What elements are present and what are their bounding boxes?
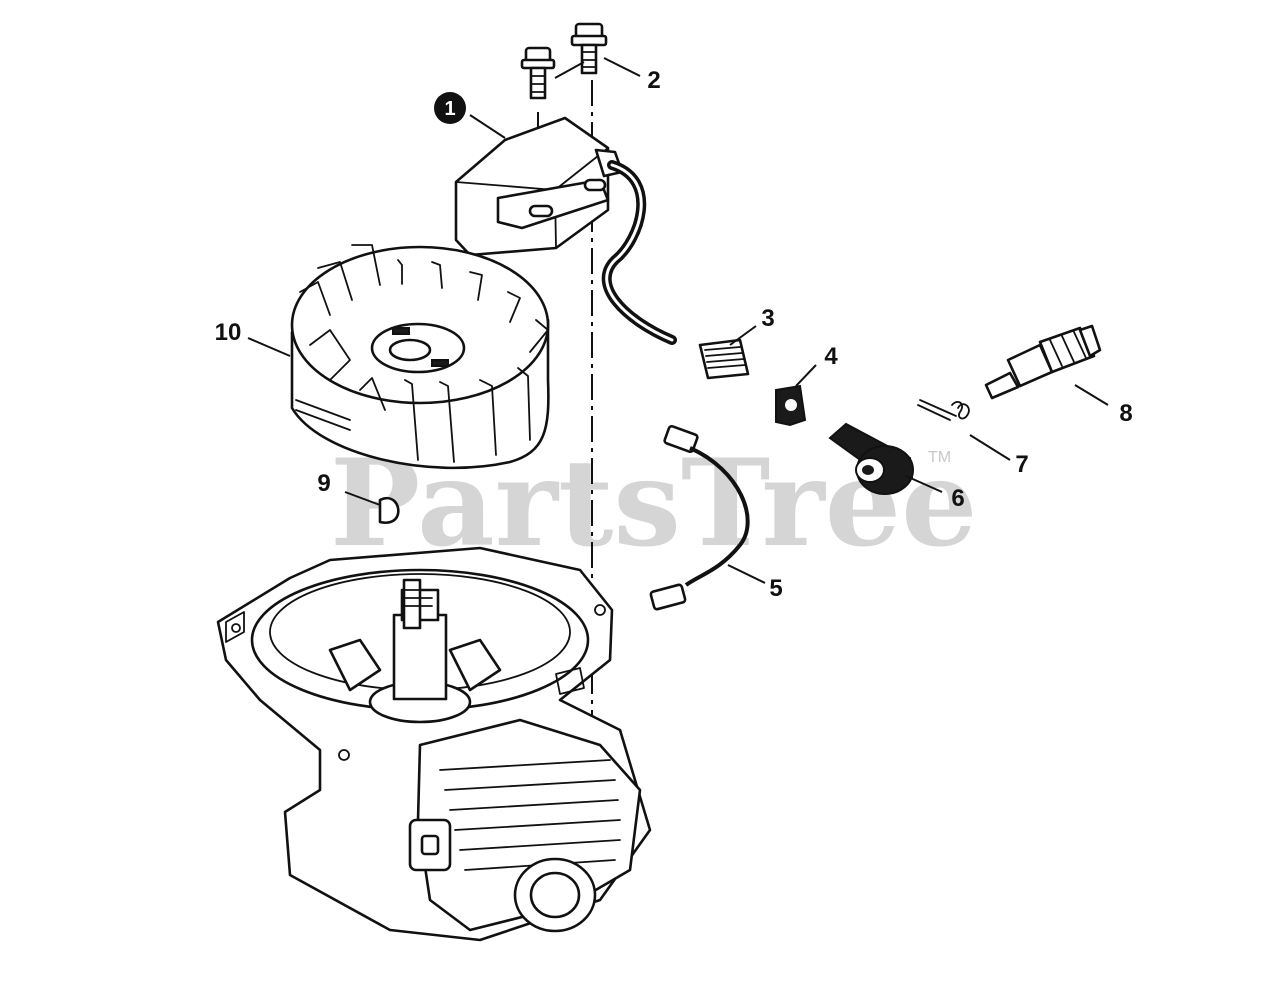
grommet-icon[interactable] bbox=[775, 384, 807, 427]
leader-7 bbox=[969, 434, 1011, 461]
callouts: 1 2 3 4 5 6 7 8 9 10 bbox=[215, 67, 1133, 602]
leader-4 bbox=[795, 364, 817, 387]
bolts[interactable] bbox=[520, 22, 608, 100]
terminal-lead-icon[interactable] bbox=[649, 424, 750, 611]
callout-9[interactable]: 9 bbox=[317, 470, 330, 497]
leader-2b bbox=[554, 61, 585, 79]
spring-icon[interactable] bbox=[698, 338, 750, 380]
callout-2[interactable]: 2 bbox=[647, 67, 660, 94]
leader-1 bbox=[469, 114, 506, 139]
callout-6[interactable]: 6 bbox=[951, 485, 964, 512]
callout-5[interactable]: 5 bbox=[769, 575, 782, 602]
leader-lines bbox=[247, 57, 1109, 584]
callout-10[interactable]: 10 bbox=[215, 319, 242, 346]
spark-plug-boot-icon[interactable] bbox=[828, 422, 914, 495]
callout-4[interactable]: 4 bbox=[824, 343, 838, 370]
engine-block-icon[interactable] bbox=[216, 546, 652, 942]
leader-8 bbox=[1074, 384, 1109, 406]
spring-clip-icon[interactable] bbox=[917, 399, 970, 421]
leader-5 bbox=[727, 564, 766, 584]
bolt-icon[interactable] bbox=[520, 46, 556, 100]
ignition-coil-icon[interactable] bbox=[454, 116, 677, 345]
bolt-icon[interactable] bbox=[570, 22, 608, 75]
leader-10 bbox=[247, 337, 291, 357]
callout-8[interactable]: 8 bbox=[1119, 400, 1132, 427]
leader-6 bbox=[905, 475, 943, 493]
leader-3 bbox=[729, 325, 757, 346]
callout-1-badge[interactable] bbox=[434, 92, 466, 124]
flywheel-icon[interactable] bbox=[290, 244, 550, 470]
spark-plug-icon[interactable] bbox=[984, 324, 1102, 400]
woodruff-key-icon[interactable] bbox=[378, 496, 400, 525]
callout-1[interactable]: 1 bbox=[444, 98, 455, 120]
callout-7[interactable]: 7 bbox=[1015, 451, 1028, 478]
leader-9 bbox=[344, 491, 381, 506]
leader-2 bbox=[603, 57, 641, 77]
callout-3[interactable]: 3 bbox=[761, 305, 774, 332]
watermark-trademark: TM bbox=[928, 449, 951, 466]
